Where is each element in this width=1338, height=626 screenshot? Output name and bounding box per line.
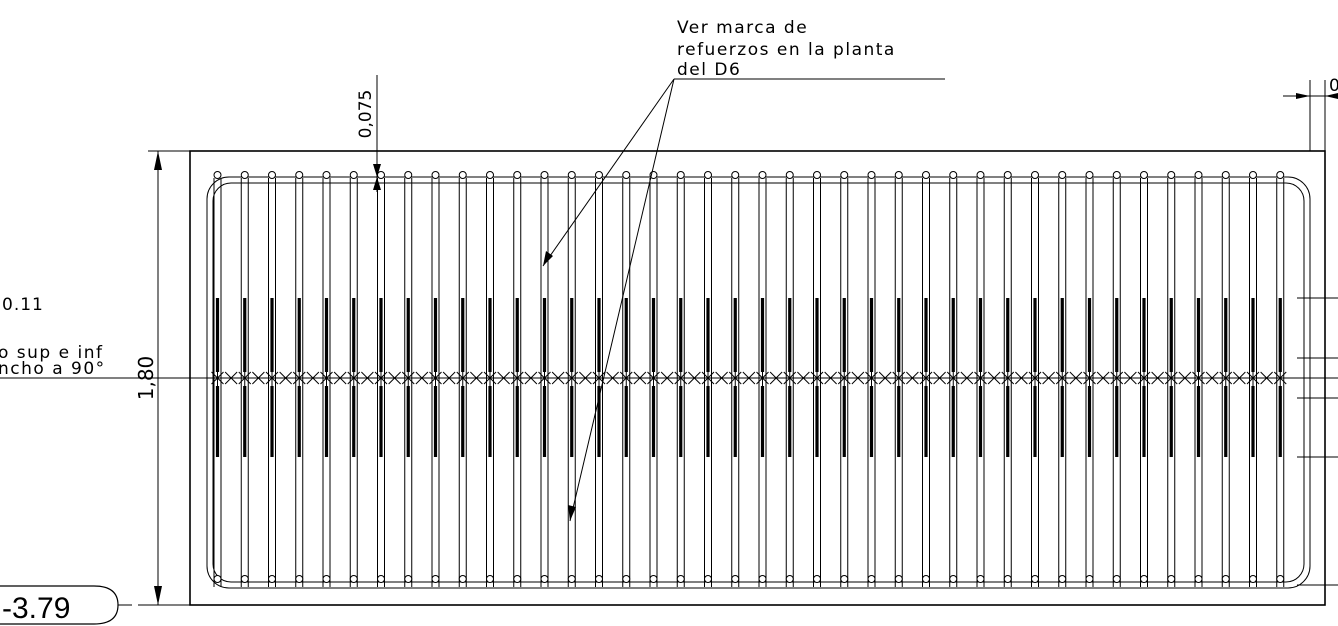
stirrup-end: [949, 575, 958, 583]
stirrup-end: [1167, 575, 1176, 583]
stirrup-end: [785, 171, 794, 179]
note-line-2: refuerzos en la planta: [677, 40, 896, 60]
stirrup-end: [867, 171, 876, 179]
note-line-3: del D6: [677, 60, 741, 80]
stirrup-end: [758, 171, 767, 179]
stirrup-end: [1140, 575, 1148, 583]
stirrup-end: [1221, 171, 1230, 179]
stirrup-end: [1085, 171, 1094, 179]
stirrup-end: [1276, 171, 1285, 179]
spacing-note: 0.11: [2, 295, 44, 315]
stirrup-end: [1058, 171, 1067, 179]
stirrup-end: [649, 575, 658, 583]
stirrup-end: [731, 171, 740, 179]
stirrup-end: [758, 575, 767, 583]
height-dimension-label: 1,80: [134, 356, 158, 401]
stirrup-end: [240, 575, 249, 583]
stirrup-end: [240, 171, 249, 179]
note-line-1: Ver marca de: [677, 18, 808, 38]
stirrup-end: [268, 575, 276, 583]
stirrup-end: [785, 575, 794, 583]
top-right-dimension: 0: [1283, 76, 1338, 151]
stirrup-end: [1085, 575, 1094, 583]
stirrup-end: [595, 575, 603, 583]
stirrup-end: [622, 171, 631, 179]
stirrup-end: [1194, 575, 1203, 583]
stirrup-end: [813, 575, 821, 583]
stirrup-end: [513, 575, 522, 583]
stirrup-end: [731, 575, 740, 583]
level-tag-label: -3.79: [2, 592, 70, 625]
stirrup-end: [949, 171, 958, 179]
stirrup-end: [894, 575, 903, 583]
right-edge-ticks: [1297, 297, 1338, 586]
stirrup-end: [1112, 171, 1121, 179]
stirrup-group: [211, 171, 1287, 587]
stirrup-end: [1031, 575, 1039, 583]
stirrup-end: [1249, 171, 1257, 179]
bar-note-line-1: o sup e inf: [0, 343, 103, 363]
stirrup-end: [676, 575, 685, 583]
stirrup-end: [840, 171, 849, 179]
level-tag: -3.79: [0, 585, 182, 625]
bar-note-line-2: ncho a 90°: [0, 359, 106, 379]
stirrup-end: [431, 575, 440, 583]
stirrup-end: [431, 171, 440, 179]
stirrup-end: [813, 171, 821, 179]
stirrup-end: [704, 575, 712, 583]
stirrup-end: [213, 171, 222, 179]
stirrup-end: [1167, 171, 1176, 179]
stirrup-end: [567, 575, 576, 583]
stirrup-end: [295, 575, 304, 583]
stirrup-end: [595, 171, 603, 179]
stirrup-end: [894, 171, 903, 179]
stirrup-end: [976, 171, 985, 179]
stirrup-end: [867, 575, 876, 583]
stirrup-end: [922, 575, 930, 583]
stirrup-end: [322, 171, 331, 179]
stirrup-end: [377, 575, 385, 583]
stirrup-end: [1276, 575, 1285, 583]
cover-dimension: 0,075: [356, 75, 381, 192]
height-dimension: 1,80: [134, 150, 190, 606]
stirrup-end: [486, 575, 494, 583]
stirrup-end: [540, 575, 549, 583]
stirrup-end: [622, 575, 631, 583]
stirrup-end: [349, 171, 358, 179]
stirrup-end: [1058, 575, 1067, 583]
stirrup-end: [922, 171, 930, 179]
stirrup-end: [513, 171, 522, 179]
reinforcement-note: Ver marca de refuerzos en la planta del …: [542, 18, 945, 522]
stirrup-end: [1221, 575, 1230, 583]
perimeter-bar-outer: [206, 176, 1311, 589]
stirrup-end: [404, 171, 413, 179]
stirrup-end: [486, 171, 494, 179]
top-right-dimension-label: 0: [1329, 76, 1338, 96]
stirrup-end: [295, 171, 304, 179]
stirrup-end: [540, 171, 549, 179]
stirrup-end: [377, 171, 385, 179]
stirrup-end: [458, 575, 467, 583]
stirrup-end: [1194, 171, 1203, 179]
stirrup-end: [840, 575, 849, 583]
stirrup-end: [1140, 171, 1148, 179]
stirrup-end: [1003, 575, 1012, 583]
stirrup-end: [458, 171, 467, 179]
stirrup-end: [976, 575, 985, 583]
stirrup-end: [213, 575, 222, 583]
stirrup-end: [704, 171, 712, 179]
stirrup-end: [349, 575, 358, 583]
stirrup-end: [676, 171, 685, 179]
stirrup-end: [404, 575, 413, 583]
stirrup-end: [1003, 171, 1012, 179]
stirrup-end: [268, 171, 276, 179]
cover-dimension-label: 0,075: [356, 90, 376, 139]
stirrup-end: [1112, 575, 1121, 583]
stirrup-end: [1249, 575, 1257, 583]
stirrup-end: [1031, 171, 1039, 179]
stirrup-end: [567, 171, 576, 179]
stirrup-end: [322, 575, 331, 583]
